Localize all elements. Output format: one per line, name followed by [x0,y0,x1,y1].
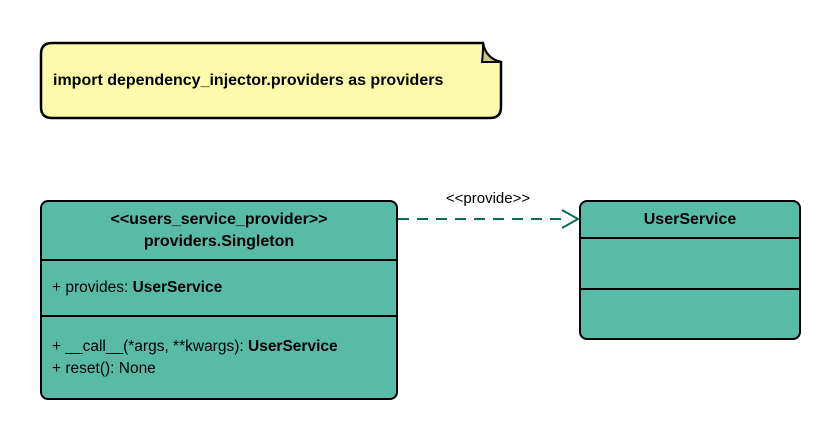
method-type: UserService [248,337,338,355]
note-fold-icon [480,42,502,63]
userservice-attributes-section [581,237,799,288]
provider-attributes-section: + provides: UserService [42,259,396,315]
provider-class-box: <<users_service_provider>> providers.Sin… [40,200,398,400]
provide-arrow-head-icon [561,209,581,229]
note-text: import dependency_injector.providers as … [53,71,444,89]
method-text: + reset(): None [52,359,156,377]
attribute-line: + provides: UserService [52,277,386,299]
userservice-class-header: UserService [581,202,799,237]
provider-class-header: <<users_service_provider>> providers.Sin… [42,202,396,259]
userservice-methods-section [581,288,799,338]
provide-relation-label: <<provide>> [445,190,531,207]
method-line: + __call__(*args, **kwargs): UserService [52,336,386,358]
provider-methods-section: + __call__(*args, **kwargs): UserService… [42,315,396,398]
provider-class-name: providers.Singleton [143,232,295,250]
attribute-type: UserService [132,279,223,296]
attribute-text: + provides: [52,279,133,296]
userservice-class-box: UserService [579,200,801,340]
userservice-class-name: UserService [643,210,737,228]
provider-class-stereotype: <<users_service_provider>> [110,210,328,228]
method-text: + __call__(*args, **kwargs): [52,337,248,355]
method-line: + reset(): None [52,358,386,380]
